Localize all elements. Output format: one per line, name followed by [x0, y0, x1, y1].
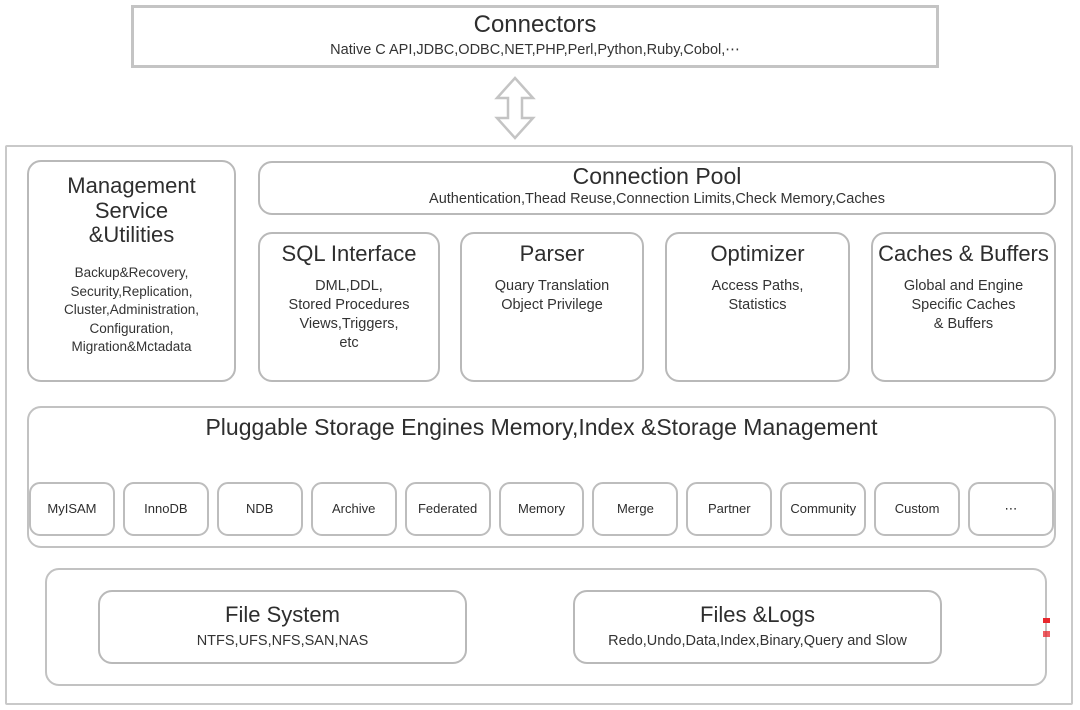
files-and-logs-subtitle: Redo,Undo,Data,Index,Binary,Query and Sl… — [608, 632, 907, 649]
storage-engine-chip[interactable]: Federated — [404, 482, 491, 536]
storage-engine-label: NDB — [246, 500, 274, 516]
sql-interface-subtitle: DML,DDL, Stored Procedures Views,Trigger… — [288, 277, 410, 352]
file-system-card: File System NTFS,UFS,NFS,SAN,NAS — [98, 590, 467, 664]
management-service-card: Management Service &Utilities Backup&Rec… — [27, 160, 236, 382]
storage-engine-chip[interactable]: Memory — [498, 482, 585, 536]
storage-engine-label: Custom — [894, 500, 940, 516]
parser-subtitle: Quary Translation Object Privilege — [494, 277, 610, 313]
optimizer-title: Optimizer — [710, 241, 805, 266]
storage-engine-label: Archive — [331, 500, 376, 516]
storage-engine-chip[interactable]: MyISAM — [29, 482, 115, 536]
storage-engine-label: ⋯ — [1004, 500, 1018, 516]
storage-engine-chip[interactable]: Community — [780, 482, 867, 536]
connectors-subtitle: Native C API,JDBC,ODBC,NET,PHP,Perl,Pyth… — [330, 42, 740, 59]
connection-pool-subtitle: Authentication,Thead Reuse,Connection Li… — [429, 191, 885, 208]
connection-pool-title: Connection Pool — [572, 163, 742, 190]
files-and-logs-card: Files &Logs Redo,Undo,Data,Index,Binary,… — [573, 590, 942, 664]
parser-title: Parser — [519, 241, 585, 266]
double-arrow-icon — [487, 76, 543, 140]
storage-engines-title: Pluggable Storage Engines Memory,Index &… — [205, 414, 878, 440]
storage-engine-label: Community — [790, 500, 857, 516]
files-and-logs-title: Files &Logs — [700, 602, 815, 628]
storage-engine-chip[interactable]: Archive — [310, 482, 397, 536]
storage-engine-label: InnoDB — [144, 500, 188, 516]
storage-engine-chip[interactable]: Partner — [686, 482, 773, 536]
storage-engine-chip[interactable]: Custom — [874, 482, 961, 536]
caches-buffers-title: Caches & Buffers — [878, 241, 1049, 266]
storage-engine-label: Federated — [417, 500, 478, 516]
parser-card: Parser Quary Translation Object Privileg… — [460, 232, 644, 382]
connectors-title: Connectors — [473, 11, 597, 39]
storage-engine-chip-more[interactable]: ⋯ — [968, 482, 1054, 536]
management-service-title: Management Service &Utilities — [67, 173, 196, 248]
storage-engine-chip[interactable]: Merge — [592, 482, 679, 536]
storage-engine-label: Merge — [616, 500, 654, 516]
connection-pool-card: Connection Pool Authentication,Thead Reu… — [258, 161, 1056, 215]
storage-engine-chip-row: MyISAM InnoDB NDB Archive Federated Memo… — [29, 482, 1054, 536]
connectors-box: Connectors Native C API,JDBC,ODBC,NET,PH… — [131, 5, 939, 68]
edge-marker-artifact — [1043, 618, 1050, 638]
storage-engine-label: MyISAM — [47, 500, 97, 516]
caches-buffers-card: Caches & Buffers Global and Engine Speci… — [871, 232, 1056, 382]
sql-interface-card: SQL Interface DML,DDL, Stored Procedures… — [258, 232, 440, 382]
optimizer-subtitle: Access Paths, Statistics — [711, 277, 804, 313]
file-system-subtitle: NTFS,UFS,NFS,SAN,NAS — [196, 632, 369, 649]
sql-interface-title: SQL Interface — [281, 241, 417, 266]
caches-buffers-subtitle: Global and Engine Specific Caches & Buff… — [903, 277, 1024, 333]
storage-engine-chip[interactable]: NDB — [216, 482, 303, 536]
storage-engine-chip[interactable]: InnoDB — [122, 482, 209, 536]
optimizer-card: Optimizer Access Paths, Statistics — [665, 232, 850, 382]
storage-engine-label: Partner — [707, 500, 751, 516]
management-service-subtitle: Backup&Recovery, Security,Replication, C… — [63, 264, 200, 355]
storage-engine-label: Memory — [518, 500, 565, 516]
file-system-title: File System — [225, 602, 340, 628]
